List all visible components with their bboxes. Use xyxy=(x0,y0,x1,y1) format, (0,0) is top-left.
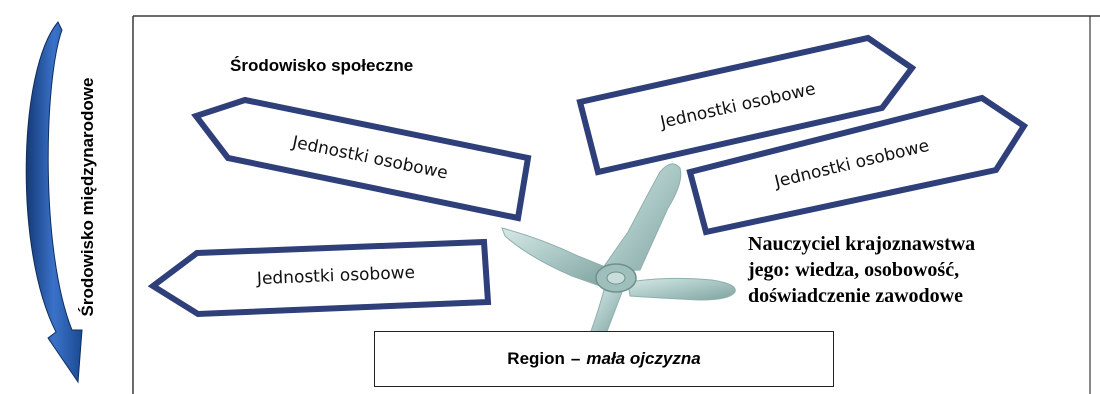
teacher-line-2: jego: wiedza, osobowość, xyxy=(748,257,975,283)
region-dash: – xyxy=(571,349,580,369)
region-italic-text: mała ojczyzna xyxy=(586,349,700,369)
teacher-description: Nauczyciel krajoznawstwa jego: wiedza, o… xyxy=(748,231,975,309)
region-box: Region – mała ojczyzna xyxy=(374,331,834,387)
teacher-line-1: Nauczyciel krajoznawstwa xyxy=(748,231,975,257)
curved-arrow-icon xyxy=(26,22,82,382)
region-prefix: Region xyxy=(507,349,565,369)
international-environment-label: Środowisko międzynarodowe xyxy=(78,78,98,317)
arrow-sign-1: Jednostki osobowe xyxy=(196,100,528,218)
social-environment-label: Środowisko społeczne xyxy=(230,56,413,76)
teacher-line-3: doświadczenie zawodowe xyxy=(748,283,975,309)
arrow-sign-2: Jednostki osobowe xyxy=(153,242,488,314)
